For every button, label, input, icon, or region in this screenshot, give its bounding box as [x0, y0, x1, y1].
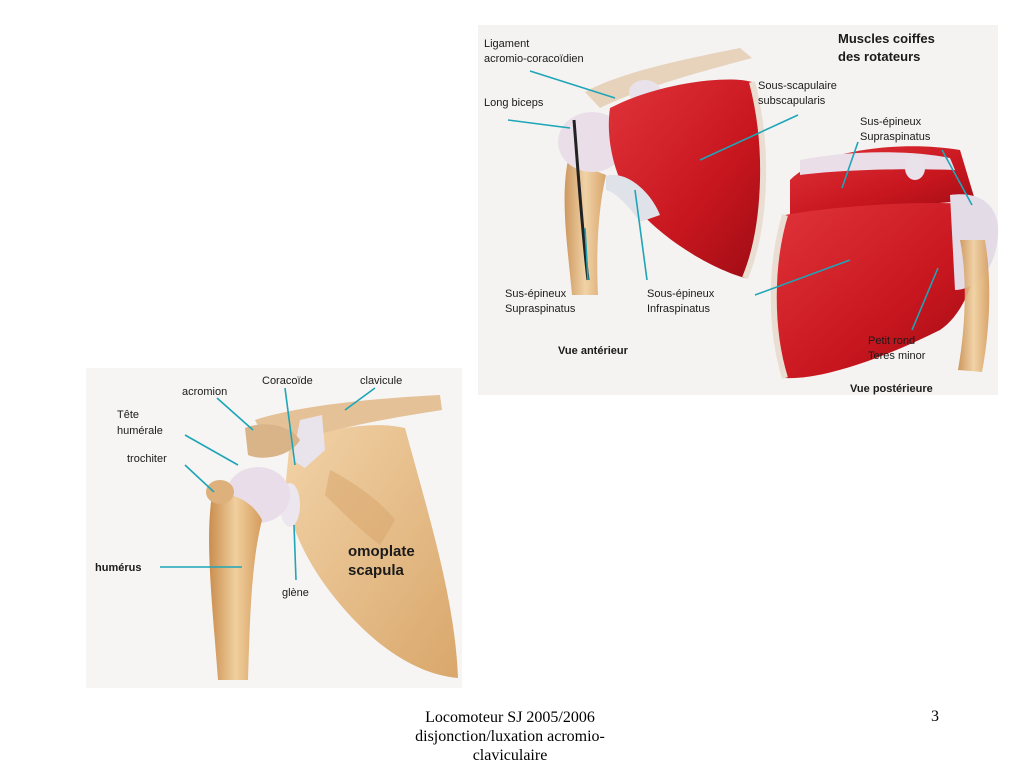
label-acromion: acromion [182, 386, 227, 398]
humerus-illustration [209, 494, 262, 680]
label-tete-line1: Tête [117, 409, 139, 421]
rotator-cuff-title-line2: des rotateurs [838, 49, 920, 64]
label-ligament-line2: acromio-coracoïdien [484, 53, 584, 65]
shoulder-bones-figure: Coracoïde clavicule acromion Tête huméra… [86, 368, 462, 688]
label-coracoide: Coracoïde [262, 375, 313, 387]
label-scapula: scapula [348, 562, 405, 579]
footer-line-2: disjonction/luxation acromio- [415, 728, 605, 745]
label-sous-scapulaire-line1: Sous-scapulaire [758, 80, 837, 92]
label-tete-line2: humérale [117, 425, 163, 437]
label-sus-epineux-ant-line2: Supraspinatus [505, 303, 576, 315]
footer-line-1: Locomoteur SJ 2005/2006 [425, 709, 595, 726]
label-sous-scapulaire-line2: subscapularis [758, 95, 826, 107]
label-vue-posterieure: Vue postérieure [850, 383, 933, 395]
label-petit-rond-line2: Teres minor [868, 350, 926, 362]
label-petit-rond-line1: Petit rond [868, 335, 915, 347]
label-glene: glène [282, 587, 309, 599]
rotator-cuff-figure: Muscles coiffes des rotateurs Ligament a… [478, 25, 999, 395]
anterior-view-illustration [558, 48, 767, 295]
label-vue-anterieur: Vue antérieur [558, 345, 629, 357]
label-long-biceps: Long biceps [484, 97, 544, 109]
label-sous-epineux-line2: Infraspinatus [647, 303, 710, 315]
label-humerus: humérus [95, 562, 141, 574]
label-sous-epineux-line1: Sous-épineux [647, 288, 715, 300]
posterior-view-illustration [770, 146, 999, 379]
footer-line-3: claviculaire [472, 747, 548, 764]
slide-footer: Locomoteur SJ 2005/2006 disjonction/luxa… [340, 708, 680, 765]
label-clavicule: clavicule [360, 375, 402, 387]
rotator-cuff-leader-lines [507, 70, 973, 331]
label-sus-epineux-post-line1: Sus-épineux [860, 116, 922, 128]
shoulder-bones-leader-lines [160, 387, 376, 581]
label-trochiter: trochiter [127, 453, 167, 465]
label-ligament-line1: Ligament [484, 38, 529, 50]
page-number: 3 [931, 708, 939, 725]
rotator-cuff-title-line1: Muscles coiffes [838, 31, 935, 46]
label-sus-epineux-post-line2: Supraspinatus [860, 131, 931, 143]
label-sus-epineux-ant-line1: Sus-épineux [505, 288, 567, 300]
label-omoplate: omoplate [348, 543, 415, 560]
